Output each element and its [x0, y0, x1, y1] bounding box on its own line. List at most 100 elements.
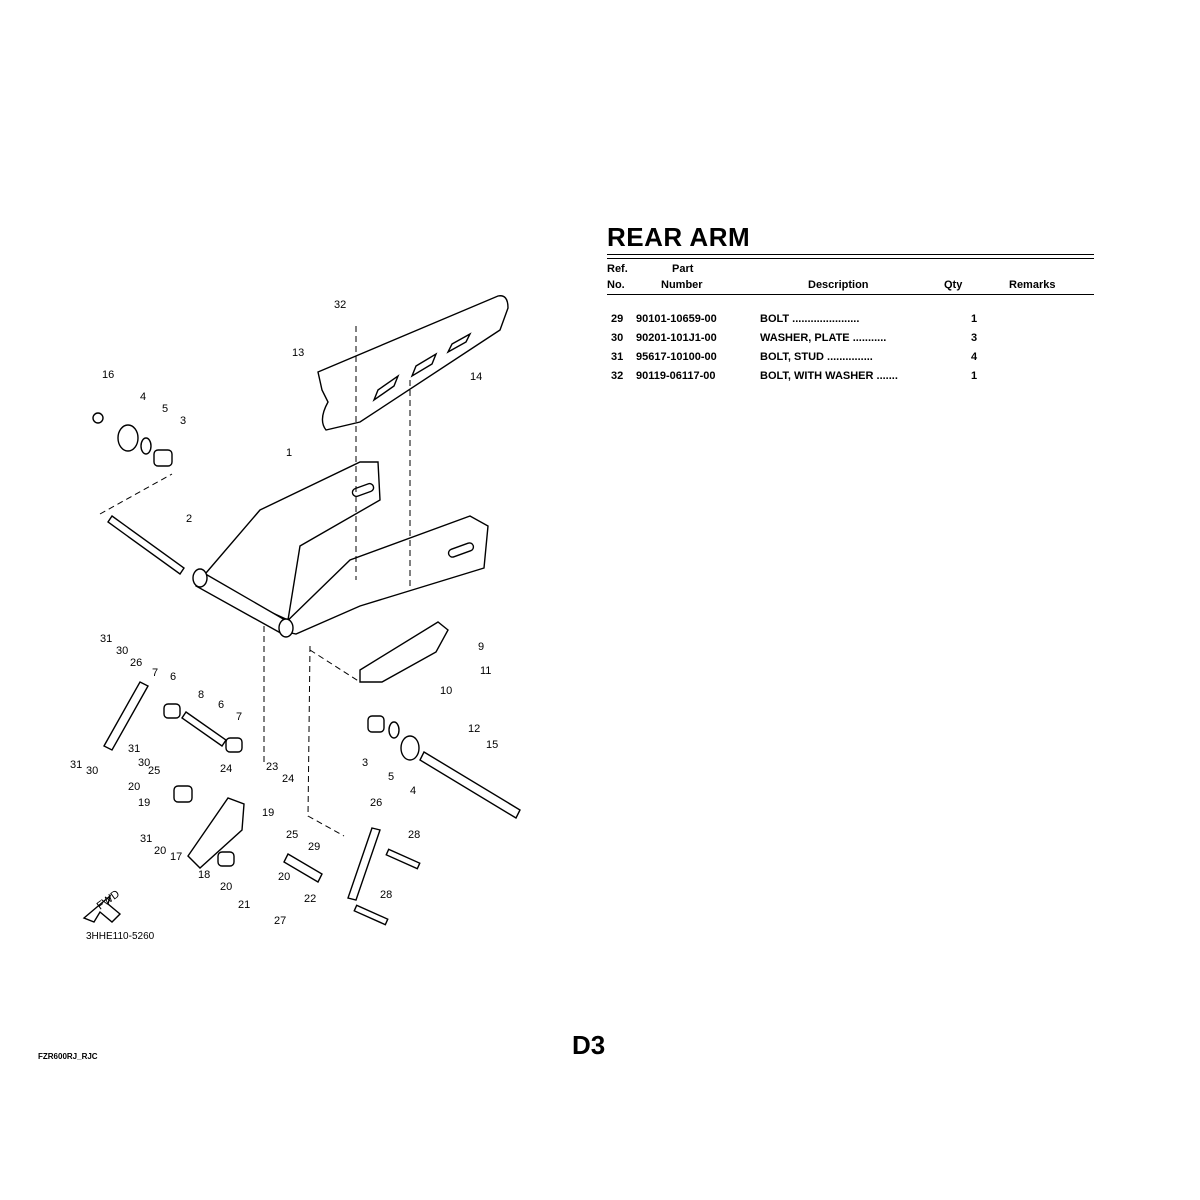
callout-24a: 24: [220, 763, 232, 775]
bolt-part-28b: [353, 904, 389, 926]
model-code: FZR600RJ_RJC: [38, 1052, 98, 1061]
callout-28b: 28: [380, 889, 392, 901]
part-number-cell: 90119-06117-00: [636, 370, 716, 382]
shaft-part-22: [283, 853, 323, 883]
callout-31a: 31: [100, 633, 112, 645]
part-number-cell: 90101-10659-00: [636, 313, 717, 325]
callout-6a: 6: [170, 671, 176, 683]
callout-labels: 32 13 14 16 4 5 3 1 2 9 11 10 12 31 30 2…: [70, 299, 498, 927]
col-part-line1: Part: [672, 263, 694, 275]
bushing-part-18: [217, 851, 235, 867]
swing-arm-part: [198, 461, 381, 622]
shaft-part-8: [181, 711, 227, 747]
collar-part-6: [163, 703, 181, 719]
ref-cell: 30: [611, 332, 624, 344]
callout-26b: 26: [370, 797, 382, 809]
callout-3b: 3: [362, 757, 368, 769]
pivot-shaft-part: [107, 515, 185, 575]
callout-29: 29: [308, 841, 320, 853]
relay-arm-part: [187, 797, 245, 869]
callout-21: 21: [238, 899, 250, 911]
callout-1: 1: [286, 447, 292, 459]
axle-slot-right: [447, 542, 475, 558]
remarks-cell: [999, 351, 1094, 370]
col-part-line2: Number: [661, 279, 703, 291]
connecting-rod-part-left: [103, 681, 149, 751]
callout-4b: 4: [410, 785, 416, 797]
callout-27: 27: [274, 915, 286, 927]
callout-22: 22: [304, 893, 316, 905]
callout-9: 9: [478, 641, 484, 653]
qty-cell: 3: [970, 332, 978, 344]
pivot-end-left: [192, 568, 208, 588]
callout-24b: 24: [282, 773, 294, 785]
table-row: 32 90119-06117-00 BOLT, WITH WASHER ....…: [607, 370, 1094, 389]
parts-table: 29 90101-10659-00 BOLT .................…: [607, 313, 1094, 389]
washer-part-5b: [388, 721, 400, 739]
table-row: 29 90101-10659-00 BOLT .................…: [607, 313, 1094, 332]
remarks-cell: [999, 332, 1094, 351]
callout-3: 3: [180, 415, 186, 427]
callout-20b: 20: [154, 845, 166, 857]
chain-case-slot: [372, 332, 472, 402]
callout-16: 16: [102, 369, 114, 381]
title-rule: [607, 254, 1094, 259]
bolt-part-28a: [385, 848, 421, 870]
callout-23: 23: [266, 761, 278, 773]
page-id: D3: [572, 1030, 606, 1060]
bushing-part-3: [153, 449, 173, 467]
ref-cell: 31: [611, 351, 624, 363]
qty-cell: 1: [970, 313, 978, 325]
callout-26a: 26: [130, 657, 142, 669]
page-title: REAR ARM: [607, 222, 751, 252]
qty-cell: 1: [970, 370, 978, 382]
callout-8: 8: [198, 689, 204, 701]
callout-12: 12: [468, 723, 480, 735]
seal-part-4b: [400, 735, 420, 761]
callout-20a: 20: [128, 781, 140, 793]
callout-20d: 20: [278, 871, 290, 883]
callout-31c: 31: [70, 759, 82, 771]
callout-31d: 31: [140, 833, 152, 845]
callout-31b: 31: [128, 743, 140, 755]
callout-5b: 5: [388, 771, 394, 783]
remarks-cell: [999, 370, 1094, 389]
callout-32: 32: [334, 299, 346, 311]
header-rule: [607, 294, 1094, 295]
washer-part-5: [140, 437, 152, 455]
callout-17: 17: [170, 851, 182, 863]
exploded-parts-diagram: FWD 32 13 14 16 4 5 3 1 2 9 11 10 12 31 …: [60, 290, 580, 950]
callout-25a: 25: [148, 765, 160, 777]
callout-14: 14: [470, 371, 482, 383]
callout-13: 13: [292, 347, 304, 359]
assembly-lines: [99, 326, 411, 837]
callout-4: 4: [140, 391, 146, 403]
callout-2: 2: [186, 513, 192, 525]
col-description: Description: [808, 279, 869, 291]
callout-25b: 25: [286, 829, 298, 841]
description-cell: WASHER, PLATE ...........: [760, 332, 887, 344]
col-ref-line2: No.: [607, 279, 625, 291]
qty-cell: 4: [970, 351, 978, 363]
fwd-arrow-icon: [82, 894, 122, 923]
callout-19a: 19: [138, 797, 150, 809]
pivot-end-right: [278, 618, 294, 638]
part-number-cell: 95617-10100-00: [636, 351, 717, 363]
callout-15: 15: [486, 739, 498, 751]
table-row: 31 95617-10100-00 BOLT, STUD ...........…: [607, 351, 1094, 370]
axle-slot-left: [351, 482, 375, 498]
table-row: 30 90201-101J1-00 WASHER, PLATE ........…: [607, 332, 1094, 351]
chain-case-part: [317, 295, 509, 431]
seal-part-4: [117, 424, 139, 452]
col-remarks: Remarks: [1009, 279, 1056, 291]
swing-arm-right-part: [276, 515, 489, 635]
nut-part-16: [92, 412, 104, 424]
callout-30c: 30: [86, 765, 98, 777]
callout-28a: 28: [408, 829, 420, 841]
description-cell: BOLT, STUD ...............: [760, 351, 873, 363]
part-number-cell: 90201-101J1-00: [636, 332, 717, 344]
col-ref-line1: Ref.: [607, 263, 628, 275]
ref-cell: 29: [611, 313, 624, 325]
callout-11: 11: [480, 665, 491, 677]
callout-30b: 30: [138, 757, 150, 769]
